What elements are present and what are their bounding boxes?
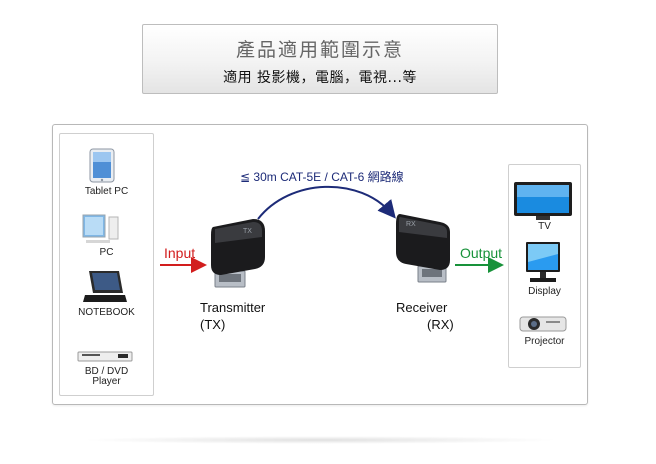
transmitter-badge: TX <box>243 228 252 235</box>
cable-spec-label: ≦ 30m CAT-5E / CAT-6 網路線 <box>240 170 404 184</box>
transmitter-device: TX <box>211 219 265 288</box>
tv-icon <box>514 182 572 220</box>
source-label-tablet: Tablet PC <box>84 186 129 197</box>
display-label-monitor: Display <box>528 286 561 297</box>
receiver-badge: RX <box>406 221 416 228</box>
source-label-pc: PC <box>99 247 114 258</box>
source-label-dvd: BD / DVD <box>84 366 129 377</box>
header-title: 產品適用範圍示意 <box>235 39 404 61</box>
cable-arrow <box>257 185 396 220</box>
header-box: 產品適用範圍示意 適用 投影機，電腦，電視...等 <box>142 24 498 94</box>
receiver-device: RX <box>396 214 450 283</box>
receiver-name: Receiver <box>396 300 448 315</box>
tablet-icon <box>89 148 115 183</box>
display-label-projector: Projector <box>524 336 565 347</box>
notebook-icon <box>83 271 127 302</box>
source-label-notebook: NOTEBOOK <box>78 307 135 318</box>
input-label: Input <box>164 245 196 261</box>
source-label-dvd-line2: Player <box>92 376 121 387</box>
receiver-abbr: (RX) <box>427 317 454 332</box>
projector-icon <box>519 316 567 332</box>
transmitter-name: Transmitter <box>200 300 266 315</box>
output-label: Output <box>460 245 503 261</box>
panel-reflection <box>80 436 560 444</box>
header-subtitle: 適用 投影機，電腦，電視...等 <box>223 70 417 86</box>
monitor-icon <box>526 242 560 282</box>
transmitter-abbr: (TX) <box>200 317 226 332</box>
display-label-tv: TV <box>538 221 551 232</box>
dvd-player-icon <box>77 351 133 362</box>
pc-icon <box>82 214 119 243</box>
